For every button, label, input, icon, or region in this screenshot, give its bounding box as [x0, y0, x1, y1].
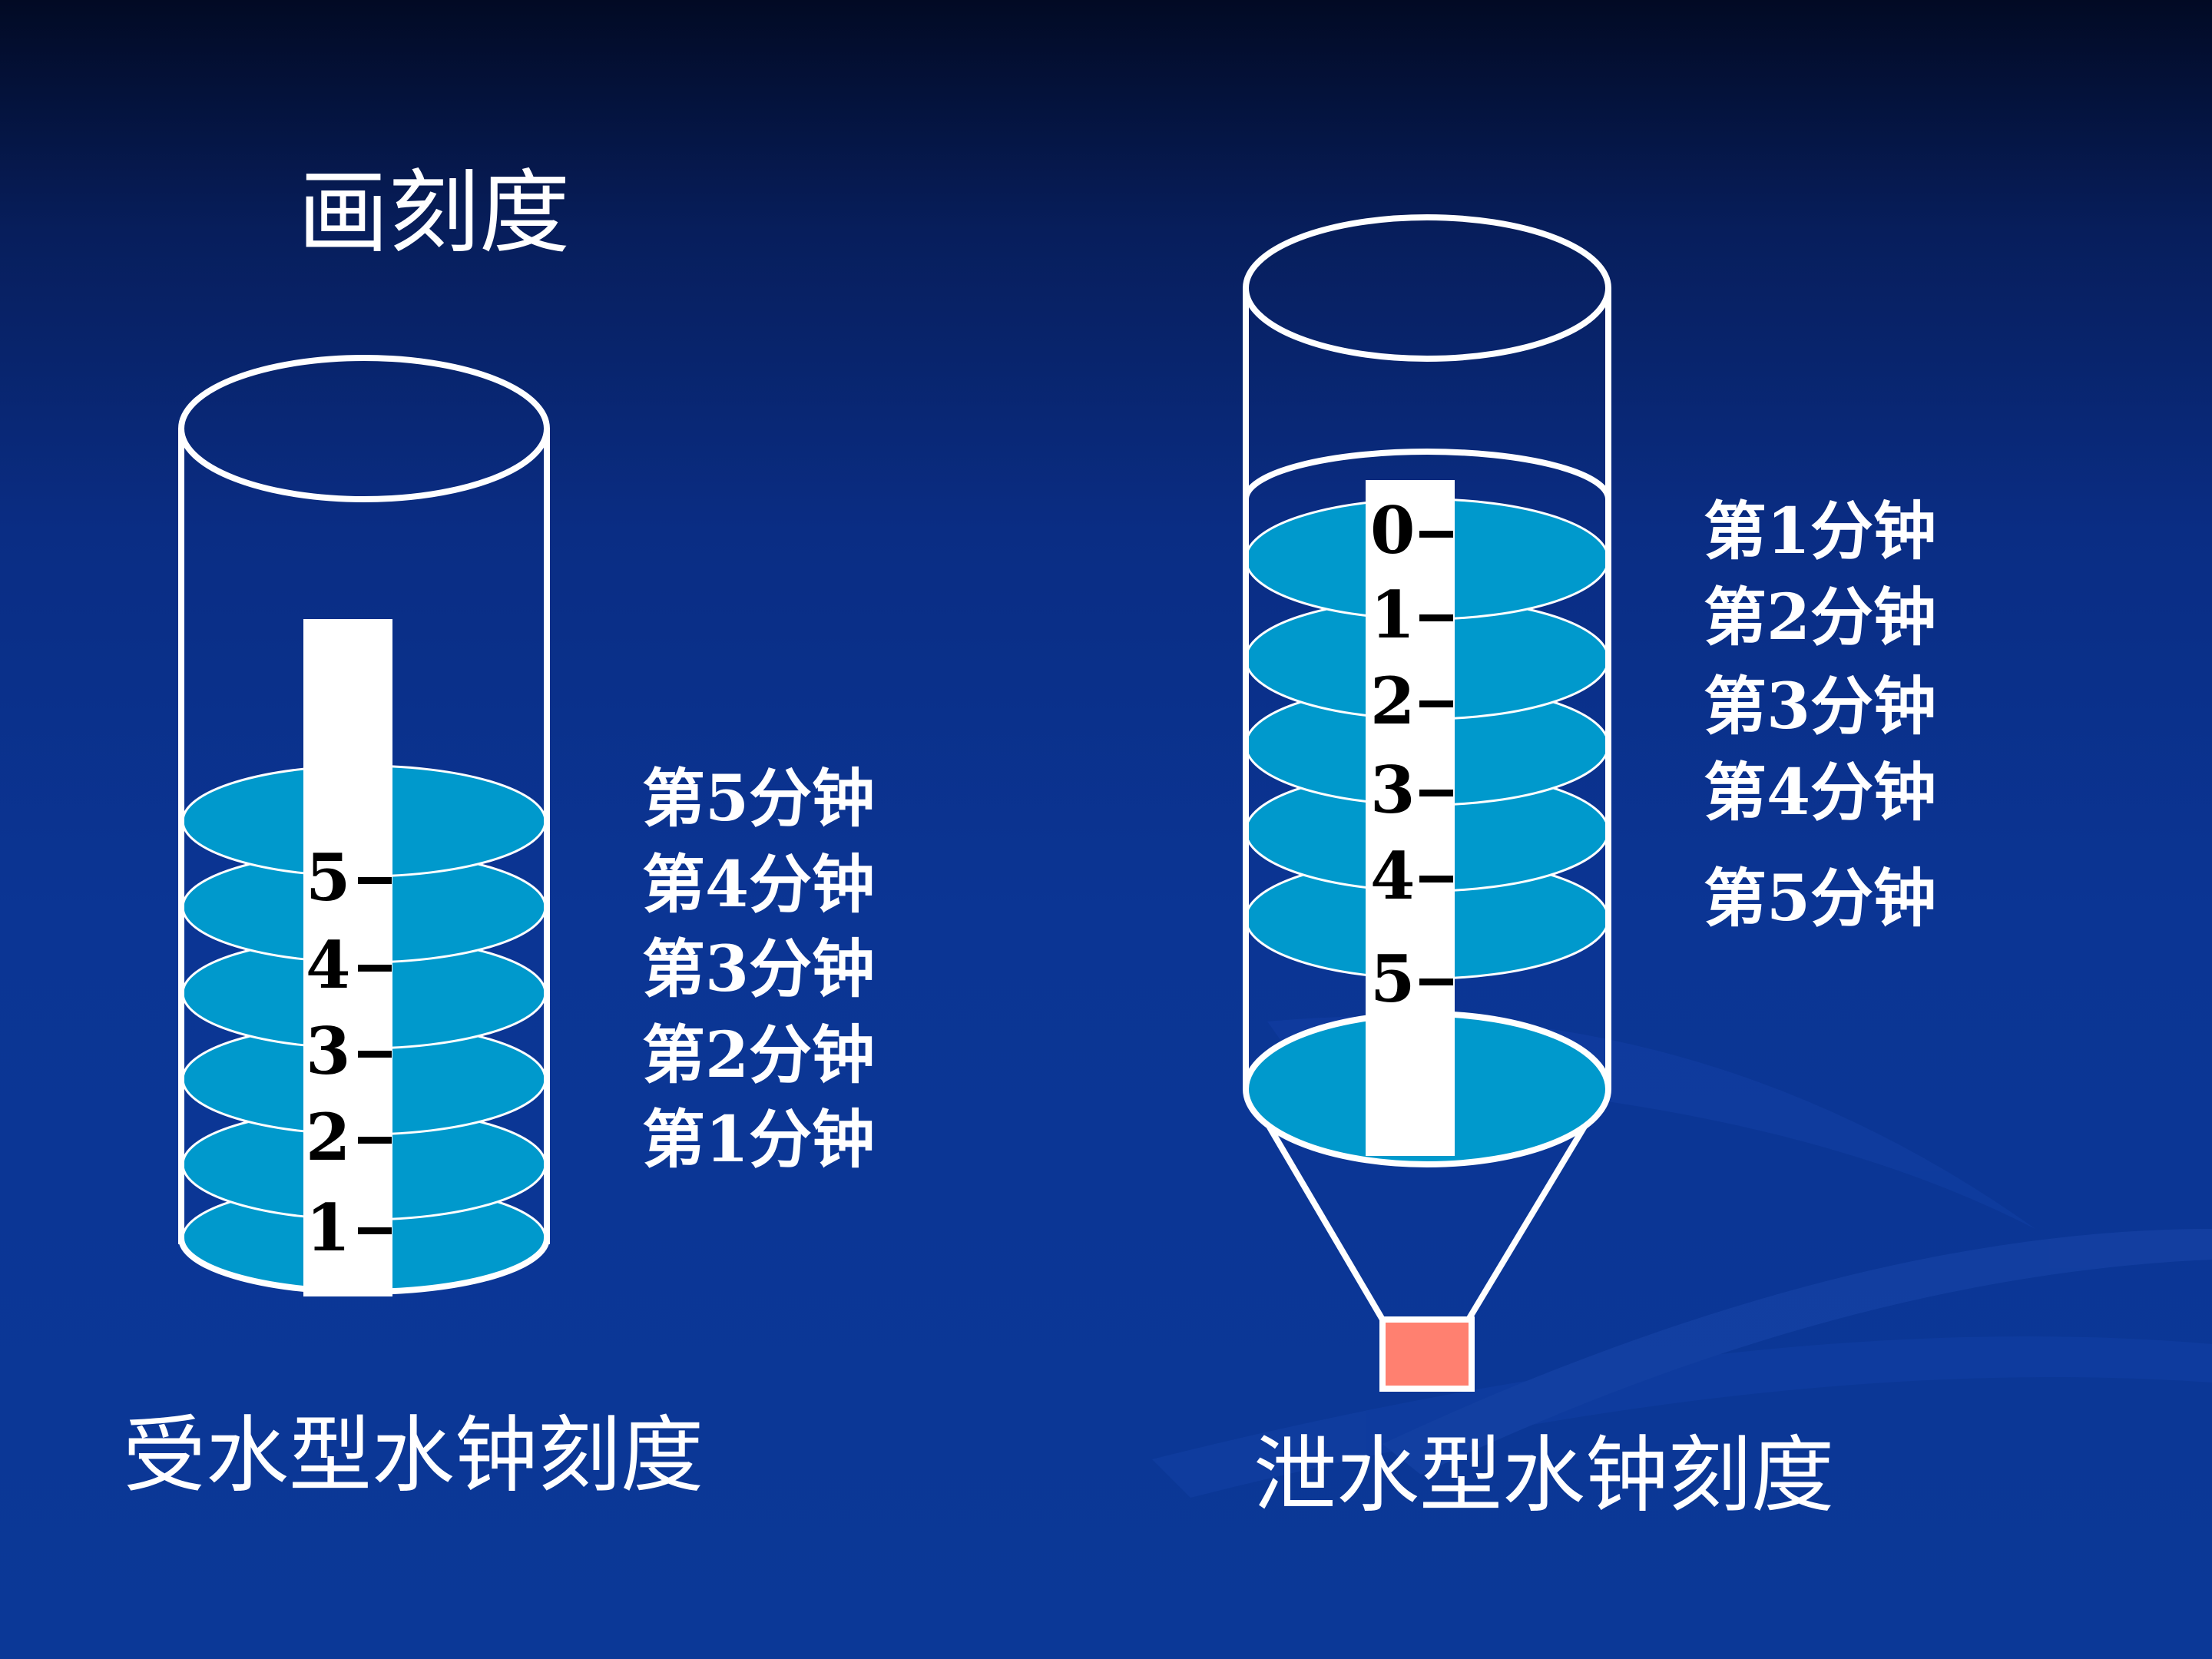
minute-label: 第2分钟	[1704, 581, 1936, 654]
draining-scale-ruler	[1366, 480, 1455, 1156]
tick-mark	[358, 1051, 392, 1058]
receiving-clock-caption: 受水型水钟刻度	[123, 1408, 704, 1504]
drain-outlet	[1379, 1316, 1475, 1392]
tick-label: 3	[1370, 752, 1415, 828]
slide-title: 画刻度	[298, 160, 570, 266]
draining-minute-labels: 第1分钟 第2分钟 第3分钟 第4分钟 第5分钟	[1704, 495, 1936, 935]
tick-mark	[358, 1137, 392, 1144]
tick-mark	[1419, 876, 1453, 882]
receiving-scale-ticks: 5 4 3 2 1	[306, 839, 392, 1266]
tick-label: 4	[1370, 838, 1415, 914]
tick-label: 3	[306, 1013, 350, 1089]
minute-label: 第3分钟	[1704, 670, 1936, 743]
tick-label: 2	[306, 1099, 350, 1175]
minute-label: 第2分钟	[642, 1018, 875, 1092]
tick-mark	[1419, 979, 1453, 985]
tick-label: 4	[306, 927, 350, 1003]
tick-label: 1	[306, 1190, 350, 1266]
tick-label: 5	[1370, 941, 1415, 1017]
tick-label: 1	[1370, 577, 1415, 653]
tick-mark	[1419, 531, 1453, 538]
draining-clock-caption: 泄水型水钟刻度	[1253, 1428, 1834, 1524]
minute-label: 第5分钟	[642, 762, 875, 836]
minute-label: 第1分钟	[1704, 495, 1936, 568]
minute-label: 第3分钟	[642, 932, 875, 1006]
draining-cylinder-outline	[1243, 214, 1611, 1089]
minute-label: 第1分钟	[642, 1103, 875, 1177]
receiving-minute-labels: 第5分钟 第4分钟 第3分钟 第2分钟 第1分钟	[642, 762, 875, 1177]
minute-label: 第4分钟	[642, 848, 875, 922]
minute-label: 第4分钟	[1704, 756, 1936, 830]
receiving-scale-ruler	[303, 619, 392, 1296]
tick-label: 5	[306, 839, 350, 916]
receiving-clock: 5 4 3 2 1 第5分钟 第4分钟 第3分钟 第2分钟 第1分钟 受水型水钟…	[123, 355, 875, 1504]
tick-mark	[1419, 790, 1453, 796]
tick-label: 0	[1370, 492, 1415, 568]
tick-mark	[358, 877, 392, 884]
tick-label: 2	[1370, 663, 1415, 739]
tick-mark	[1419, 700, 1453, 707]
draining-clock: 0 1 2 3 4 5 第1分钟 第2分钟 第3分钟 第4分钟 第5分钟 泄水型…	[1243, 214, 1936, 1524]
tick-mark	[358, 965, 392, 972]
minute-label: 第5分钟	[1704, 862, 1936, 935]
tick-mark	[1419, 614, 1453, 621]
draining-scale-ticks: 0 1 2 3 4 5	[1370, 492, 1453, 1017]
tick-mark	[358, 1227, 392, 1234]
